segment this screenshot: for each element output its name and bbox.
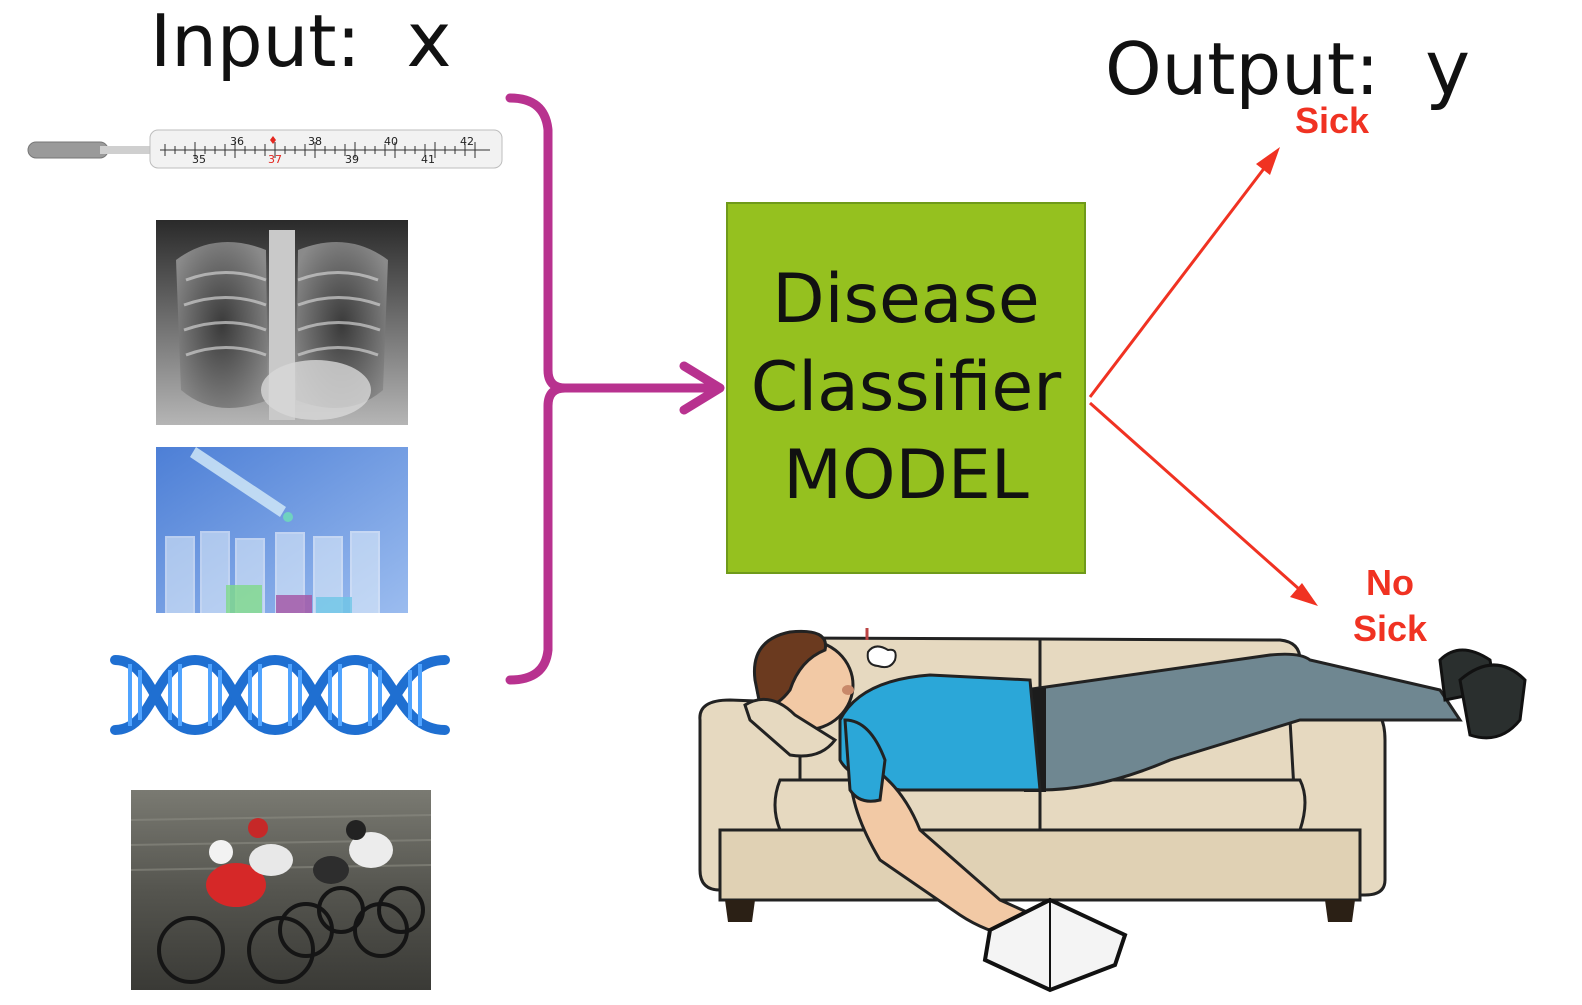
output-variable: y <box>1425 23 1471 112</box>
therm-tick-37: 37 <box>268 153 282 166</box>
output-heading: Output: y <box>1105 30 1470 106</box>
model-line-1: Disease <box>772 260 1040 339</box>
label-sick: Sick <box>1294 100 1370 141</box>
therm-tick-36: 36 <box>230 135 244 148</box>
therm-tick-35: 35 <box>192 153 206 166</box>
model-line-3: MODEL <box>783 436 1029 515</box>
therm-tick-39: 39 <box>345 153 359 166</box>
input-variable: x <box>406 0 452 84</box>
therm-tick-42: 42 <box>460 135 474 148</box>
therm-tick-38: 38 <box>308 135 322 148</box>
label-not-sick: No Sick <box>1330 560 1450 652</box>
test-tubes-image <box>156 447 408 613</box>
input-label: Input: <box>150 0 361 83</box>
therm-tick-41: 41 <box>421 153 435 166</box>
cyclists-photo <box>131 790 431 990</box>
model-line-2: Classifier <box>750 348 1062 427</box>
output-label: Output: <box>1105 27 1380 111</box>
disease-classifier-model-box: Disease Classifier MODEL <box>726 202 1086 574</box>
dna-helix-image <box>110 654 450 736</box>
input-heading: Input: x <box>150 2 451 78</box>
therm-tick-40: 40 <box>384 135 398 148</box>
chest-xray-image <box>156 220 408 425</box>
label-not-sick-line-2: Sick <box>1352 608 1428 650</box>
label-not-sick-line-1: No <box>1366 562 1414 603</box>
